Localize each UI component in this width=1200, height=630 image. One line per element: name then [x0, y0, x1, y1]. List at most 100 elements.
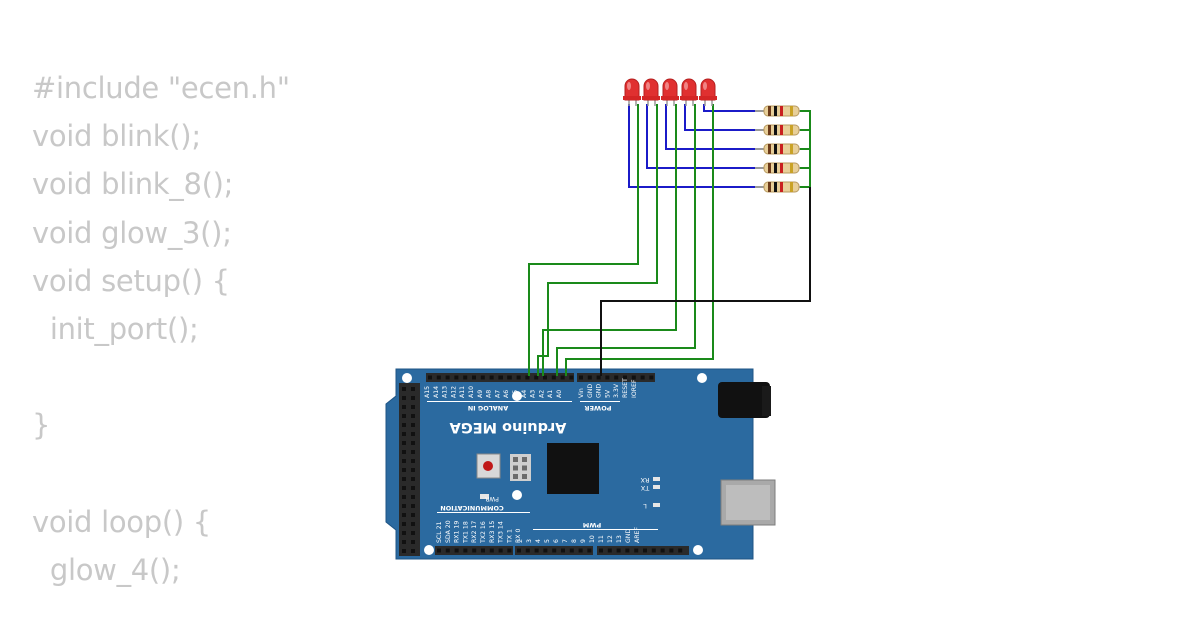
wire-blue-5[interactable] [703, 104, 770, 112]
pin-label: 2 [517, 539, 524, 543]
tx-label: TX [640, 484, 650, 492]
icsp-pin [513, 457, 518, 462]
code-line[interactable]: void blink(); [32, 119, 201, 154]
pin-label: 8 [571, 539, 578, 543]
code-line[interactable]: } [32, 408, 51, 443]
dc-power-jack [718, 382, 770, 418]
led[interactable] [623, 78, 641, 106]
wire-green-2[interactable] [537, 104, 658, 376]
pwm-underline [533, 529, 658, 530]
code-line[interactable]: glow_4(); [32, 552, 181, 587]
pin-label: RX 0 [515, 528, 522, 543]
arduino-mega-board[interactable]: Arduino MEGA ANALOG IN POWER COMMUNICATI… [385, 368, 776, 560]
resistor-band [774, 125, 777, 135]
tx-led [653, 485, 660, 489]
header-pin [411, 504, 415, 508]
mounting-hole [424, 545, 434, 555]
code-line[interactable]: void loop() { [32, 504, 211, 539]
wire-green-5[interactable] [565, 104, 714, 376]
header-pin [623, 375, 627, 380]
pin-label: TX3 14 [498, 521, 505, 544]
led-rim [699, 96, 717, 100]
code-line[interactable]: void glow_3(); [32, 215, 232, 250]
wire-blue-1[interactable] [628, 104, 770, 188]
header-pin [454, 375, 459, 380]
header-pin [463, 548, 468, 553]
wire-blue-3[interactable] [665, 104, 770, 150]
led[interactable] [680, 78, 698, 106]
resistor-band [780, 163, 783, 173]
pin-label: TX 1 [506, 529, 513, 544]
code-line[interactable]: init_port(); [32, 311, 199, 346]
resistor[interactable] [755, 181, 800, 193]
code-line[interactable]: #include "ecen.h" [32, 71, 290, 105]
pin-label: A13 [442, 386, 449, 398]
header-pin [411, 432, 415, 436]
pin-label: A0 [556, 390, 563, 398]
analog-underline [427, 401, 572, 402]
wire-blue-4[interactable] [684, 104, 770, 131]
wire-green-4[interactable] [556, 104, 696, 376]
pin-label: A2 [538, 390, 545, 398]
pin-label: A14 [433, 386, 440, 398]
wire-green-1[interactable] [528, 104, 639, 376]
header-pin [472, 548, 477, 553]
resistor[interactable] [755, 105, 800, 117]
header-pin [402, 450, 406, 454]
icsp-pin [522, 474, 527, 479]
led-array[interactable] [623, 78, 717, 106]
pin-label: A15 [424, 386, 431, 398]
pin-label: SDA 20 [445, 520, 452, 543]
header-pin [428, 375, 432, 380]
resistor[interactable] [755, 143, 800, 155]
rx-label: RX [640, 476, 650, 484]
header-pin [634, 548, 639, 553]
power-label: POWER [585, 404, 612, 412]
board-name: Arduino MEGA [449, 419, 567, 435]
header-pin [561, 548, 565, 553]
led-highlight [627, 82, 631, 90]
header-pin [402, 486, 406, 490]
header-pin [411, 531, 415, 535]
header-pin [596, 375, 601, 380]
led[interactable] [642, 78, 660, 106]
header-pin [631, 375, 636, 380]
led[interactable] [661, 78, 679, 106]
wire-green-3[interactable] [542, 104, 677, 376]
wire-blue-2[interactable] [646, 104, 770, 169]
code-line[interactable]: void setup() { [32, 263, 230, 298]
wire-black-ground[interactable] [600, 187, 811, 376]
pin-label: 7 [562, 539, 569, 543]
header-pin [640, 375, 645, 380]
wires [528, 104, 811, 376]
header-pin [616, 548, 621, 553]
pin-label: A12 [450, 386, 457, 398]
reset-button-cap [483, 461, 493, 471]
resistor[interactable] [755, 124, 800, 136]
header-pin [402, 549, 406, 553]
header-pin [402, 441, 406, 445]
header-pin [402, 513, 406, 517]
led-rim [642, 96, 660, 100]
led[interactable] [699, 78, 717, 106]
usb-port-inner [726, 485, 770, 520]
resistor[interactable] [755, 162, 800, 174]
header-pin [411, 477, 415, 481]
header-pin [402, 468, 406, 472]
code-editor[interactable]: #include "ecen.h" void blink(); void blink… [32, 64, 290, 594]
code-line[interactable]: void blink_8(); [32, 167, 234, 202]
resistor-band [774, 182, 777, 192]
header-pin [499, 375, 503, 380]
resistor-array[interactable] [755, 105, 800, 193]
resistor-band [774, 144, 777, 154]
header-pin [607, 548, 612, 553]
mounting-hole [512, 490, 522, 500]
header-pin [560, 375, 565, 380]
header-pin [411, 549, 415, 553]
header-pin [579, 375, 583, 380]
header-pin [402, 432, 406, 436]
header-pin [534, 548, 539, 553]
pin-label: A10 [468, 386, 475, 398]
resistor-band [768, 182, 771, 192]
